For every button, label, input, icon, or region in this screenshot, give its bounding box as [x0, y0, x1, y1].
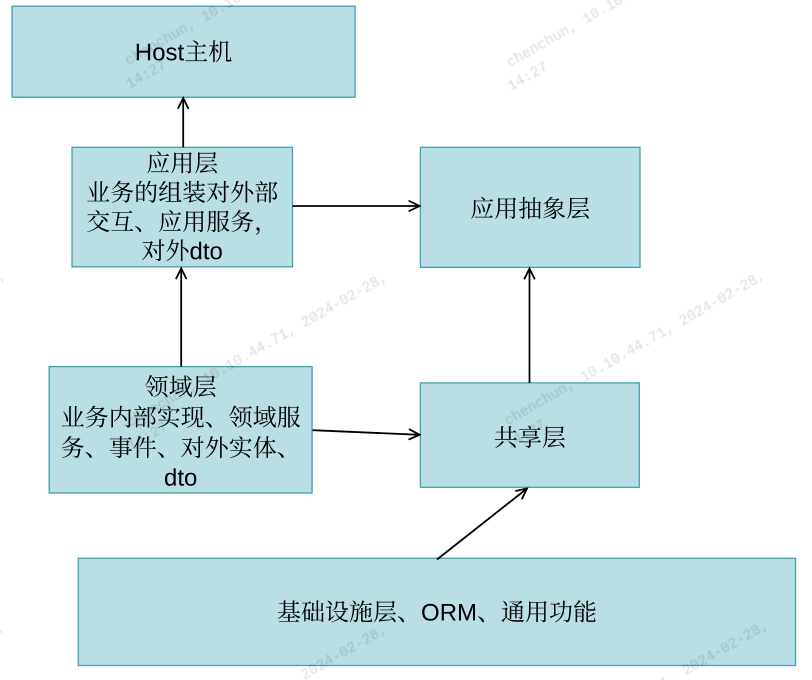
svg-text:chenchun, 10.10.44.71, 2024-02: chenchun, 10.10.44.71, 2024-02-28,: [504, 0, 771, 72]
svg-text:chenchun, 10.10.44.71, 2024-02: chenchun, 10.10.44.71, 2024-02-28,: [0, 620, 9, 680]
svg-text:chenchun, 10.10.44.71, 2024-02: chenchun, 10.10.44.71, 2024-02-28,: [0, 268, 9, 429]
